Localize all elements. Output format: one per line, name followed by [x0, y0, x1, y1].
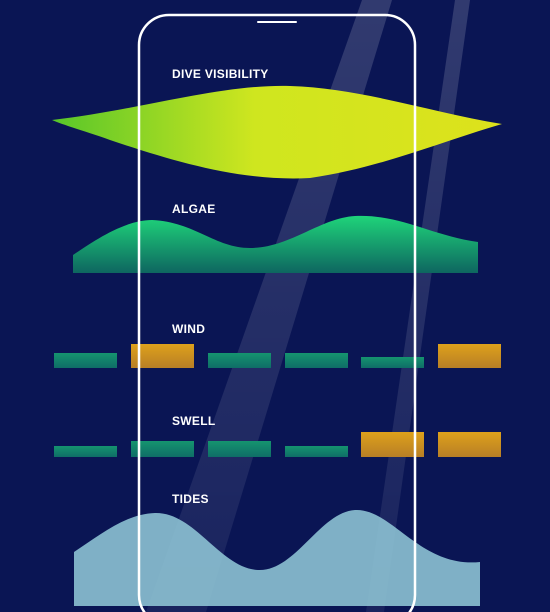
- swell-block-strong: [361, 432, 424, 457]
- wind-block-calm: [285, 353, 348, 368]
- algae-label: ALGAE: [172, 202, 216, 216]
- swell-block-calm: [131, 441, 194, 457]
- wind-block-strong: [438, 344, 501, 368]
- swell-label: SWELL: [172, 414, 216, 428]
- tides-label: TIDES: [172, 492, 209, 506]
- light-beam: [366, 0, 470, 612]
- tides-wave: [74, 509, 480, 606]
- wind-block-calm: [54, 353, 117, 368]
- swell-block-strong: [438, 432, 501, 457]
- swell-block-calm: [285, 446, 348, 457]
- phone-outline: [137, 13, 417, 612]
- wind-blocks: [54, 344, 501, 368]
- visibility-label: DIVE VISIBILITY: [172, 67, 269, 81]
- visibility-shape: [52, 85, 502, 179]
- wind-block-calm: [361, 357, 424, 368]
- wind-label: WIND: [172, 322, 206, 336]
- swell-block-calm: [54, 446, 117, 457]
- algae-wave: [73, 215, 478, 273]
- swell-block-calm: [208, 441, 271, 457]
- swell-blocks: [54, 432, 501, 457]
- wind-block-calm: [208, 353, 271, 368]
- wind-block-strong: [131, 344, 194, 368]
